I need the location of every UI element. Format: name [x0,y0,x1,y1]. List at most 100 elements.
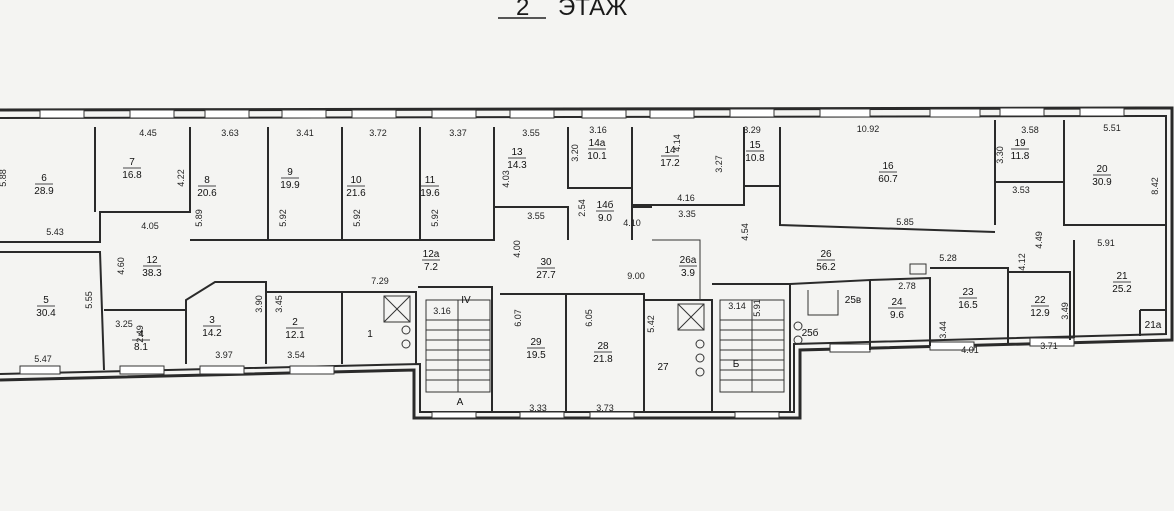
dimension-label: 4.05 [141,221,159,231]
elevator-left [383,295,411,323]
room-number: 4 [138,329,144,340]
dimension-label: 10.92 [857,124,880,134]
room-number: 14а [589,138,606,149]
dimension-label: 4.60 [116,257,126,275]
dimension-label: 3.49 [1060,302,1070,320]
room-area: 16.8 [122,170,142,181]
dimension-label: 2.78 [898,281,916,291]
room-area: 19.5 [526,350,546,361]
room-number: 16 [882,161,894,172]
room-area: 30.4 [36,308,56,319]
dimension-label: 3.25 [115,319,133,329]
misc-label-25v: 25в [845,295,861,306]
dimension-label: 5.55 [84,291,94,309]
room-area: 30.9 [1092,177,1112,188]
room-number: 3 [209,315,215,326]
dimension-label: 3.53 [1012,185,1030,195]
dimension-label: 4.10 [623,218,641,228]
room-number: 30 [540,257,552,268]
dimension-label: 3.73 [596,403,614,413]
room-number: 11 [425,175,436,186]
dimension-label: 9.00 [627,271,645,281]
room-number: 8 [204,175,210,186]
dimension-label: 6.05 [584,309,594,327]
room-label: 716.8 [122,157,142,181]
room-number: 14б [597,199,614,211]
room-area: 28.9 [34,186,54,197]
dimension-label: 5.91 [1097,238,1115,248]
elevator-right [677,303,705,331]
dimension-label: 3.45 [274,295,284,313]
room-label: 12 38.3 [142,255,162,279]
dimension-label: 4.14 [672,134,682,152]
dimension-label: 3.97 [215,350,233,360]
dimension-label: 4.49 [1034,231,1044,249]
room-label: 820.6 [197,175,217,199]
room-label: 919.9 [280,167,300,191]
room-area: 11.8 [1011,151,1030,162]
room-number: 29 [530,337,542,348]
dimension-label: 5.28 [939,253,957,263]
stairwell-a [425,299,491,393]
room-number: 23 [962,287,974,298]
room-area: 17.2 [660,158,680,169]
misc-label-stairA: А [457,397,464,408]
dimension-label: 3.55 [522,128,540,138]
room-label: 28 21.8 [593,341,613,365]
room-number: 26 [820,249,832,260]
dimension-label: 3.20 [570,144,580,162]
room-area: 3.9 [681,268,695,279]
dimension-label: 5.91 [752,299,762,317]
room-label: 26 56.2 [816,249,836,273]
dimension-label: 5.42 [646,315,656,333]
room-number: 28 [597,341,609,352]
floor-number: 2 [516,0,529,21]
room-area: 27.7 [536,270,556,281]
dimension-label: 3.90 [254,295,264,313]
dimension-label: 3.58 [1021,125,1039,135]
room-area: 9.0 [598,213,612,224]
room-area: 19.9 [280,180,300,191]
room-number: 24 [891,297,903,308]
dimension-label: 5.92 [430,209,440,227]
room-number: 7 [129,157,135,168]
room-number: 19 [1014,138,1026,149]
floor-title: ЭТАЖ [558,0,627,21]
dimension-label: 3.16 [433,306,451,316]
room-area: 10.8 [745,153,765,164]
room-number: 6 [41,173,47,184]
room-area: 9.6 [890,310,904,321]
dimension-label: 8.42 [1150,177,1160,195]
dimension-label: 3.33 [529,403,547,413]
room-area: 38.3 [142,268,162,279]
room-area: 12.9 [1030,308,1050,319]
room-label: 30 27.7 [536,257,556,281]
room-area: 56.2 [816,262,836,273]
dimension-label: 3.44 [938,321,948,339]
room-number: 14 [664,145,676,156]
dimension-label: 7.29 [371,276,389,286]
room-label: 249.6 [888,297,906,321]
dimension-label: 5.85 [896,217,914,227]
dimension-label: 5.89 [194,209,204,227]
dimension-label: 2.49 [135,325,145,343]
misc-label-IV: IV [461,295,471,306]
room-number: 12 [146,255,158,266]
room-area: 21.8 [593,354,613,365]
dimension-label: 4.12 [1017,253,1027,271]
room-label: 14 17.2 [660,145,680,169]
